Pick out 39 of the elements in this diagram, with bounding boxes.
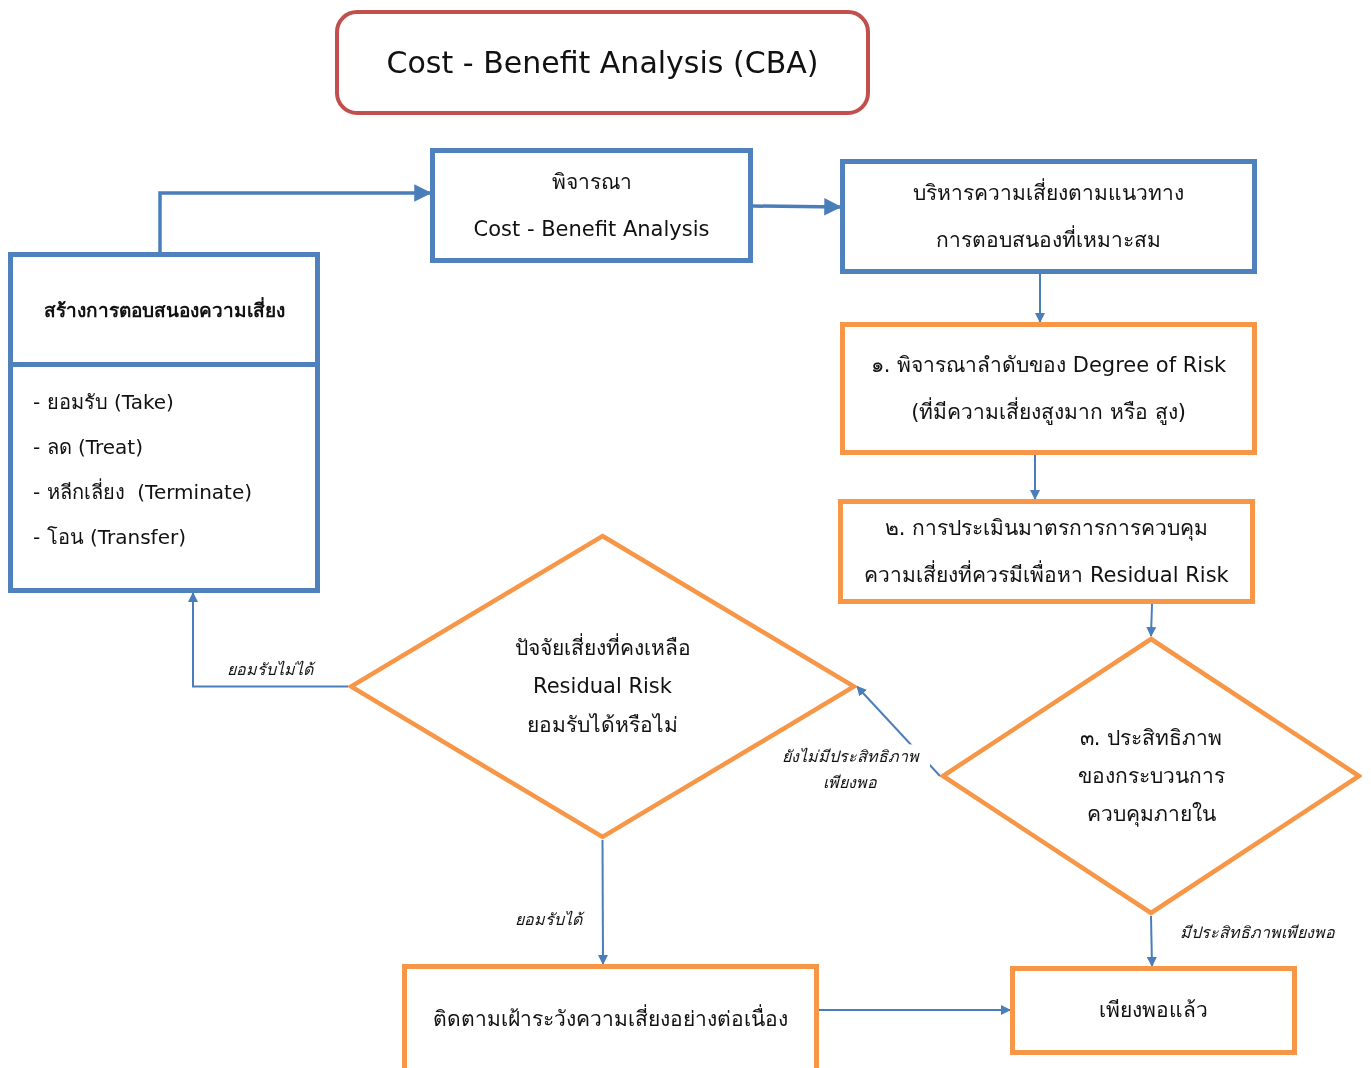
- node-text: ยอมรับได้หรือไม่: [527, 711, 678, 738]
- arrow: [1146, 603, 1157, 637]
- arrow: [818, 1005, 1011, 1015]
- process-box: [402, 964, 819, 1068]
- list-item: - หลีกเลี่ยง (Terminate): [33, 479, 253, 506]
- arrow: [597, 839, 608, 965]
- node-text: ปัจจัยเสี่ยงที่คงเหลือ: [514, 635, 691, 662]
- arrow: [753, 198, 842, 216]
- node-text: (ที่มีความเสี่ยงสูงมาก หรือ สูง): [911, 398, 1186, 425]
- node-text: ของกระบวนการ: [1077, 762, 1225, 790]
- node-text: Residual Risk: [533, 673, 672, 700]
- node-text: ความเสี่ยงที่ควรมีเพื่อหา Residual Risk: [864, 561, 1229, 588]
- arrow: [1030, 454, 1040, 500]
- arrow: [158, 184, 432, 252]
- process-box: [840, 159, 1257, 274]
- arrow: [1146, 915, 1157, 967]
- process-box: [838, 499, 1255, 604]
- node-text: ติดตามเฝ้าระวังความเสี่ยงอย่างต่อเนื่อง: [433, 1005, 788, 1033]
- process-box: [8, 252, 320, 593]
- node-text: พิจารณา: [551, 169, 632, 196]
- box-heading: สร้างการตอบสนองความเสี่ยง: [43, 296, 285, 323]
- node-text: ๒. การประเมินมาตรการการควบคุม: [884, 515, 1209, 542]
- node-text: ๓. ประสิทธิภาพ: [1079, 724, 1223, 751]
- arrow: [1035, 273, 1045, 323]
- list-item: - โอน (Transfer): [33, 524, 187, 551]
- decision-diamond: [940, 636, 1362, 916]
- title-box: Cost - Benefit Analysis (CBA): [335, 10, 870, 115]
- list-item: - ลด (Treat): [33, 434, 144, 461]
- node-text: เพียงพอแล้ว: [1099, 997, 1208, 1024]
- node-text: การตอบสนองที่เหมาะสม: [936, 226, 1161, 253]
- node-text: ควบคุมภายใน: [1086, 801, 1216, 828]
- node-text: บริหารความเสี่ยงตามแนวทาง: [913, 180, 1184, 207]
- node-text: ๑. พิจารณาลำดับของ Degree of Risk: [870, 352, 1227, 379]
- process-box: [430, 148, 753, 263]
- node-text: Cost - Benefit Analysis: [473, 215, 710, 242]
- process-box: [840, 322, 1257, 455]
- list-item: - ยอมรับ (Take): [33, 389, 175, 416]
- arrow: [188, 592, 349, 688]
- process-box: [1010, 966, 1297, 1055]
